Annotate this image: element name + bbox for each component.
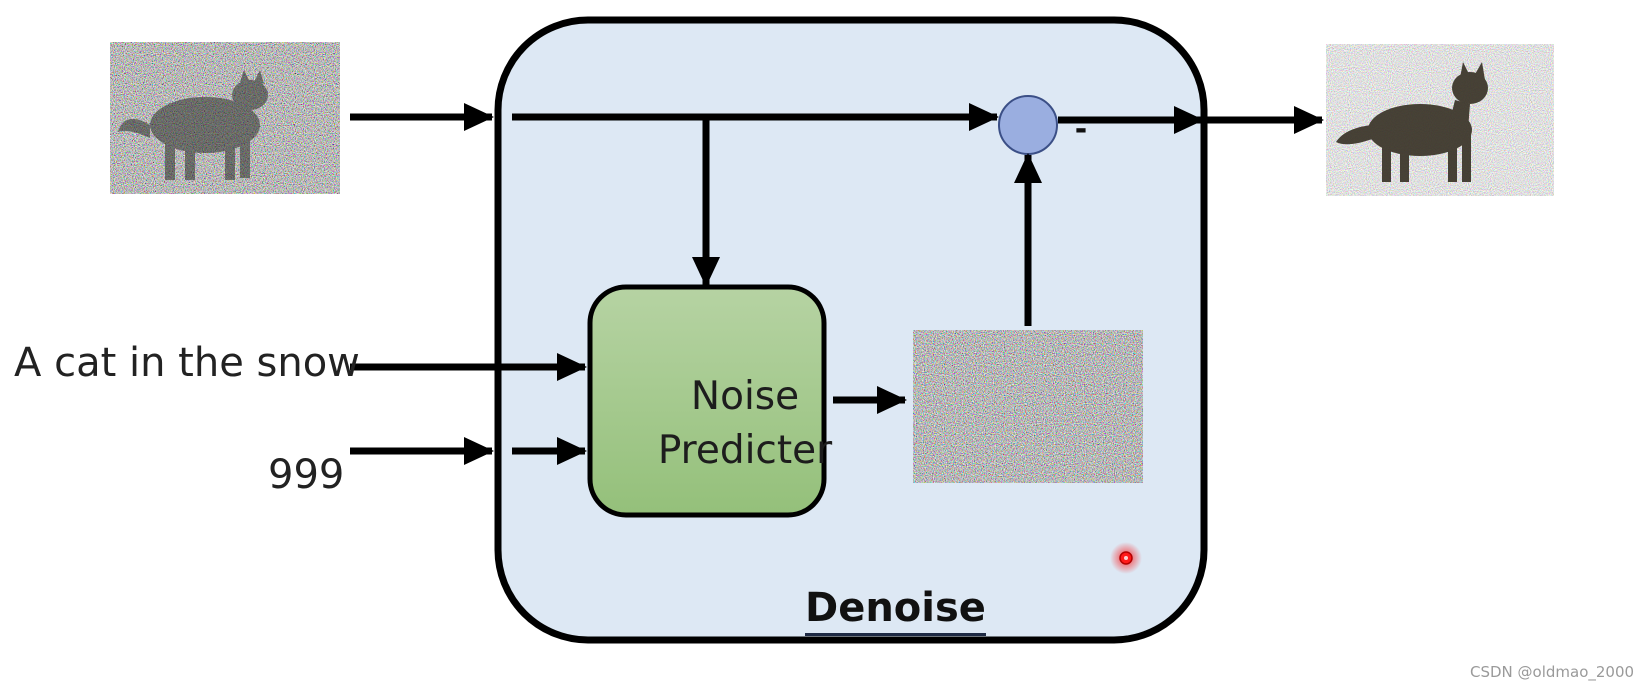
input-cat-silhouette xyxy=(118,70,268,180)
subtract-symbol: - xyxy=(1074,112,1088,147)
watermark: CSDN @oldmao_2000 xyxy=(1470,663,1635,681)
pointer-dot xyxy=(1110,542,1142,574)
predicted-noise-image xyxy=(913,330,1143,483)
subtract-node xyxy=(998,95,1058,155)
step-number-label: 999 xyxy=(268,452,345,498)
denoise-title: Denoise xyxy=(805,585,986,636)
output-denoised-image xyxy=(1326,44,1554,196)
noise-predicter-label: Noise Predicter xyxy=(657,374,833,473)
input-noisy-image xyxy=(110,42,340,194)
noise-predicter-box xyxy=(587,284,827,518)
text-prompt-label: A cat in the snow xyxy=(14,340,360,386)
output-cat-silhouette xyxy=(1336,62,1488,182)
